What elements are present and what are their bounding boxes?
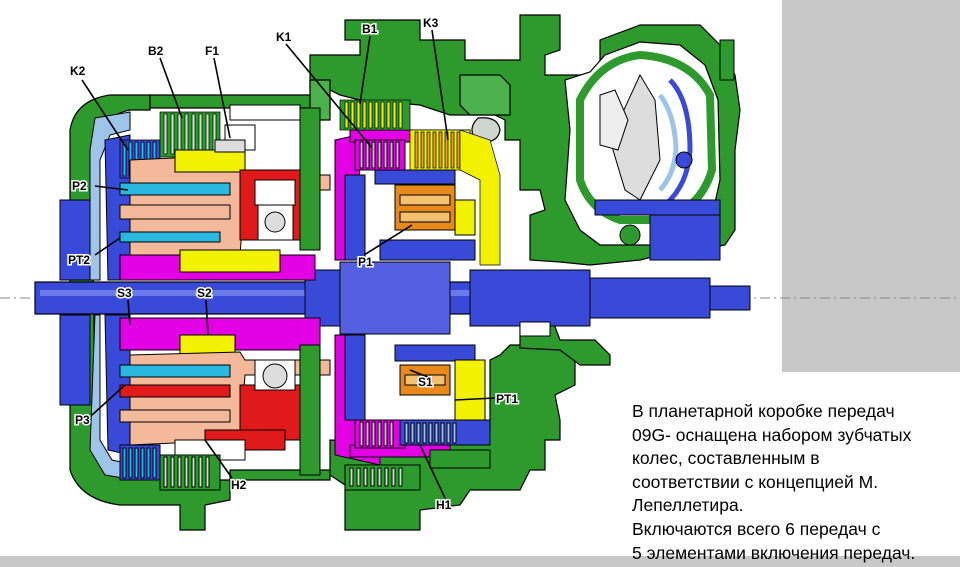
k1-clutch-drum	[334, 129, 471, 466]
caption-line-2: 09G- оснащена набором зубчатых	[632, 424, 912, 445]
upper-planetary-set	[119, 104, 331, 281]
label-k3: K3	[423, 16, 439, 30]
b2-brake-plates	[159, 111, 221, 158]
main-shaft	[0, 261, 960, 337]
left-drum	[59, 111, 136, 481]
caption-line-1: В планетарной коробке передач	[632, 401, 895, 421]
label-s3: S3	[117, 286, 132, 300]
label-s1: S1	[418, 375, 433, 389]
label-k1: K1	[276, 30, 292, 44]
label-h1: H1	[436, 498, 452, 512]
label-p2: P2	[72, 179, 87, 193]
label-pt2: PT2	[68, 253, 90, 267]
label-h2: H2	[231, 478, 247, 492]
label-s2: S2	[197, 286, 212, 300]
background-gray-panel	[782, 0, 960, 372]
label-pt1: PT1	[496, 392, 518, 406]
label-f1: F1	[205, 44, 219, 58]
planetary-set-1	[344, 169, 491, 491]
caption-line-6: Включаются всего 6 передач с	[632, 518, 881, 539]
caption-line-7: 5 элементами включения передач.	[632, 542, 916, 563]
label-p3: P3	[75, 413, 90, 427]
torque-converter-section	[576, 39, 735, 261]
label-b2: B2	[148, 44, 164, 58]
bottom-gray-strip	[0, 556, 960, 567]
label-p1: P1	[358, 255, 373, 269]
label-b1: B1	[362, 22, 378, 36]
caption-line-4: соответствии с концепцией М.	[632, 471, 879, 492]
b1-k3-plates	[339, 99, 501, 266]
label-k2: K2	[70, 64, 86, 78]
lower-planetary-set	[119, 317, 331, 491]
description-caption: В планетарной коробке передач 09G- оснащ…	[632, 400, 957, 565]
component-labels: K2 B2 F1 K1 B1 K3 P2 PT2 P1 S3 S2 S1 PT1…	[67, 15, 520, 514]
caption-line-5: Лепеллетира.	[632, 495, 744, 516]
caption-line-3: колес, составленным в	[632, 448, 820, 469]
label-leader-lines	[81, 29, 496, 499]
